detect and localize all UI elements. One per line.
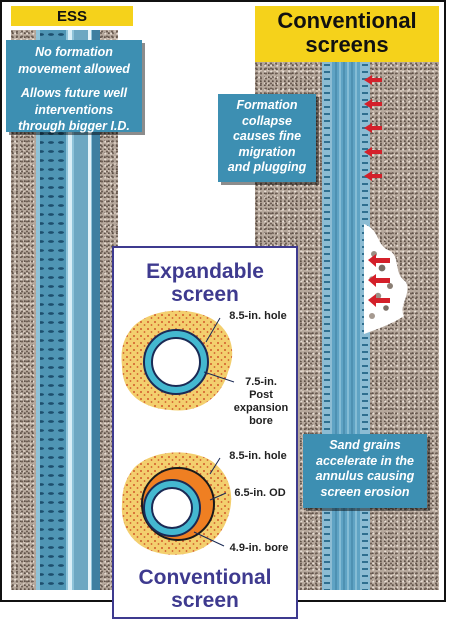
ess-title-tab: ESS (11, 6, 133, 26)
expandable-hole-label: 8.5-in. hole (229, 310, 287, 322)
conventional-hole-label: 8.5-in. hole (229, 450, 287, 462)
arrow-icon (368, 294, 390, 307)
expandable-cross-section (121, 310, 233, 411)
arrow-icon (364, 75, 382, 85)
conventional-cross-section (121, 452, 232, 555)
collapse-note-line: causes fine (232, 129, 302, 143)
bore-label-line: bore (249, 415, 273, 427)
ess-note-line: No formation (35, 45, 113, 59)
ess-title: ESS (56, 8, 87, 25)
conventional-screen-title: Conventional screen (114, 566, 296, 612)
arrow-icon (364, 171, 382, 181)
conventional-screen-title-line: Conventional (138, 566, 272, 589)
collapse-note-line: migration (238, 144, 296, 159)
comparison-panel: Expandable screen 8.5-in. hole 7.5-in. P… (112, 246, 298, 619)
collapse-note-line: Formation (236, 98, 298, 112)
erosion-note-line: Sand grains (329, 438, 401, 452)
conventional-od-label: 6.5-in. OD (234, 487, 286, 499)
conventional-bore-label: 4.9-in. bore (229, 542, 289, 554)
conventional-screen-title-line: screen (171, 589, 239, 612)
ess-note-line: movement allowed (18, 61, 130, 76)
erosion-note-box: Sand grains accelerate in the annulus ca… (303, 434, 427, 508)
arrow-icon (364, 99, 382, 109)
ess-note-line: through bigger I.D. (18, 119, 130, 133)
conventional-title-line: Conventional (277, 8, 417, 33)
arrow-icon (368, 254, 390, 267)
collapse-note-line: collapse (241, 113, 293, 128)
expandable-title: Expandable screen (114, 260, 296, 306)
collapse-note-line: and plugging (227, 160, 307, 174)
bore-label-line: Post (249, 389, 273, 401)
bore-label-line: 7.5-in. (245, 376, 277, 388)
expandable-leader-lines (203, 317, 235, 383)
expandable-title-line: Expandable (146, 260, 264, 283)
ess-note-line: interventions (34, 102, 114, 117)
conventional-title-line: screens (305, 32, 389, 57)
expandable-bore-label: 7.5-in. Post expansion bore (226, 376, 296, 428)
erosion-note-line: accelerate in the (316, 453, 414, 468)
ess-note-box: No formation movement allowed Allows fut… (6, 40, 142, 133)
conventional-leader-lines (193, 457, 227, 547)
inflow-arrows (364, 75, 390, 307)
arrow-icon (364, 147, 382, 157)
collapse-note-box: Formation collapse causes fine migration… (218, 94, 316, 182)
erosion-note-line: annulus causing (315, 469, 415, 483)
ess-note-line: Allows future well (20, 86, 128, 100)
arrow-icon (364, 123, 382, 133)
expandable-title-line: screen (171, 283, 239, 306)
bore-label-line: expansion (233, 402, 289, 414)
conventional-title-tab: Conventional screens (255, 6, 439, 62)
arrow-icon (368, 274, 390, 287)
erosion-note-line: screen erosion (320, 484, 410, 499)
